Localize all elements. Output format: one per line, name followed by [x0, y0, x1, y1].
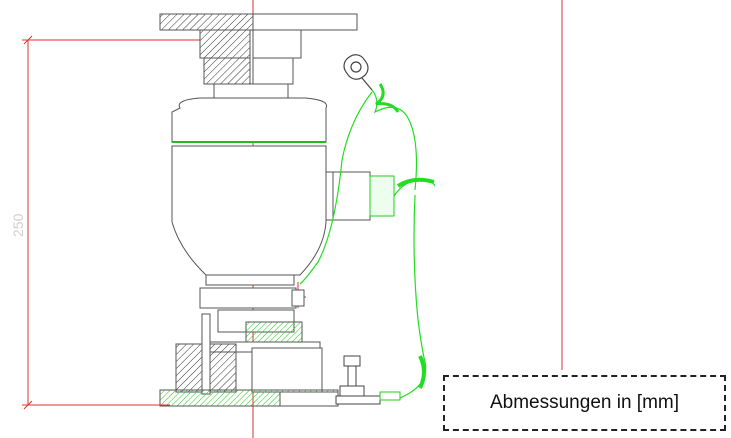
- units-note: Abmessungen in [mm]: [489, 392, 680, 413]
- lower-assembly: [159, 287, 339, 407]
- dimension-tick-top: [23, 35, 33, 45]
- side-connector: [325, 171, 395, 221]
- units-note-box: Abmessungen in [mm]: [443, 375, 726, 431]
- dimension-value: 250: [10, 213, 26, 237]
- top-mounting-plate: [159, 13, 358, 101]
- cable: [299, 83, 436, 399]
- dimension-tick-bottom: [23, 400, 33, 410]
- load-cell-body: [171, 97, 328, 286]
- ring-terminal: [343, 54, 373, 91]
- ground-lug: [335, 355, 401, 405]
